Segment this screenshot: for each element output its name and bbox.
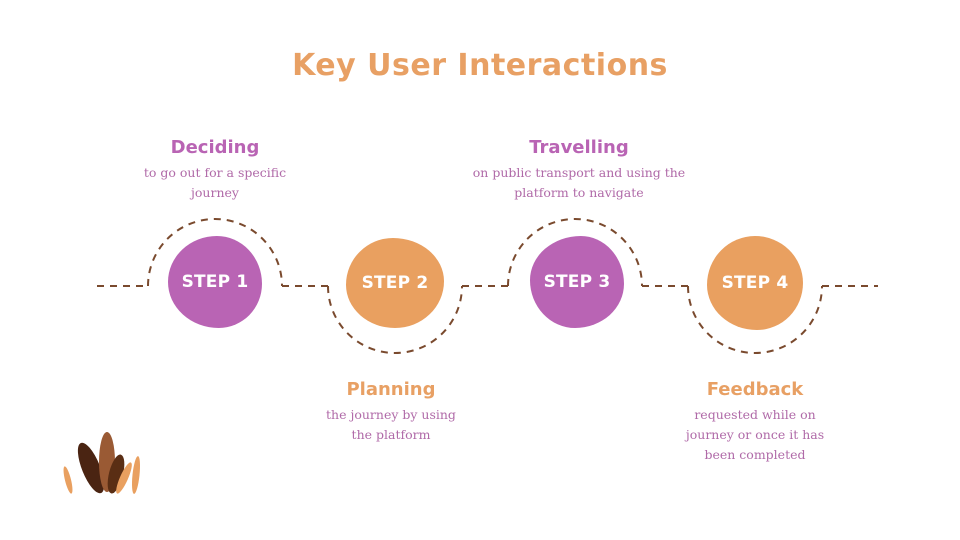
step-2-badge: STEP 2 (346, 238, 444, 328)
step-1-badge: STEP 1 (168, 236, 262, 328)
step-2-description: the journey by using the platform (326, 407, 456, 442)
step-4-heading: Feedback (706, 379, 804, 400)
step-1-label: Deciding to go out for a specific journe… (140, 137, 290, 203)
step-4-label: Feedback requested while on journey or o… (685, 379, 825, 465)
step-1-description: to go out for a specific journey (143, 165, 287, 200)
step-1-heading: Deciding (170, 137, 260, 158)
page-title: Key User Interactions (292, 48, 668, 83)
step-3-heading: Travelling (529, 137, 629, 158)
step-4-description: requested while on journey or once it ha… (685, 407, 825, 462)
step-3-description: on public transport and using the platfo… (472, 165, 686, 200)
step-3-label: Travelling on public transport and using… (469, 137, 689, 203)
plant-icon (63, 432, 141, 494)
step-3-badge: STEP 3 (530, 236, 624, 328)
step-2-heading: Planning (346, 379, 436, 400)
step-4-badge: STEP 4 (707, 236, 803, 330)
step-2-label: Planning the journey by using the platfo… (316, 379, 466, 445)
